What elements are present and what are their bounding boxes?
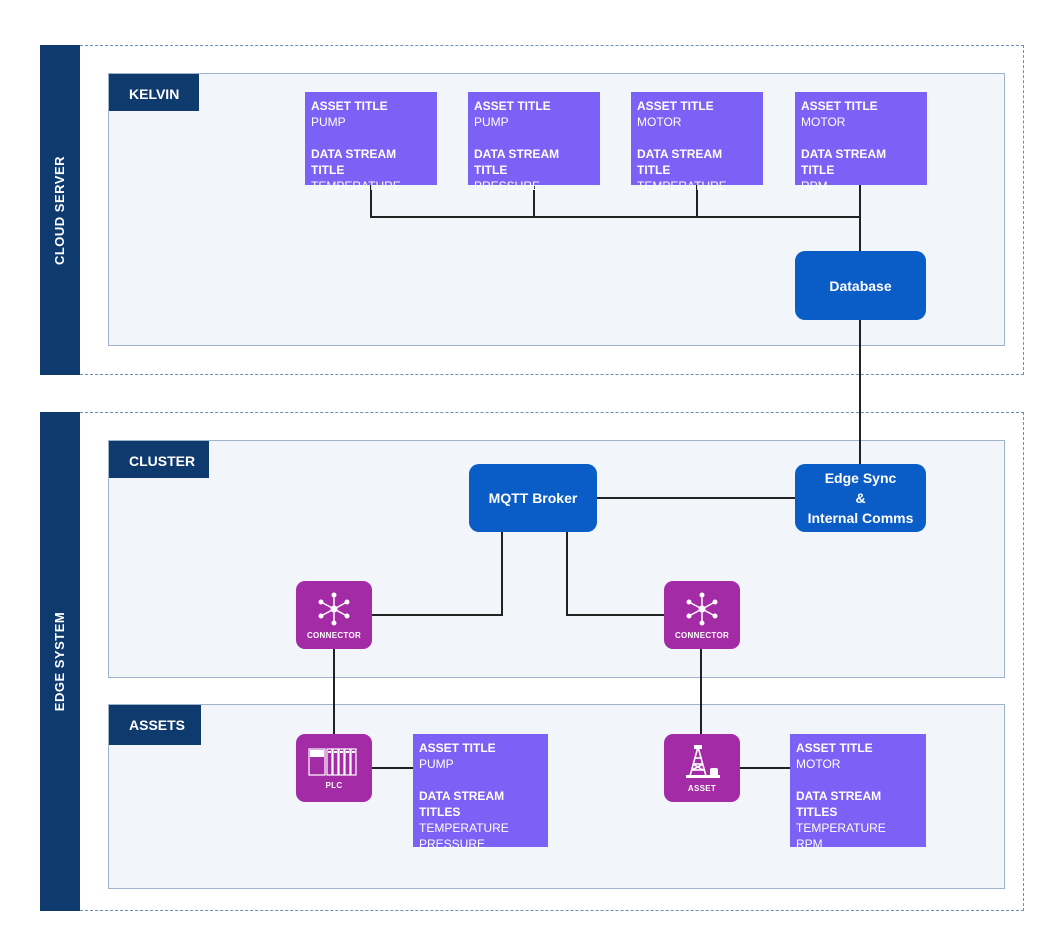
database-label: Database — [829, 277, 892, 294]
connector-hub-icon — [318, 592, 350, 625]
mqtt-to-right-connector-line — [566, 532, 664, 616]
connector-right[interactable]: CONNECTOR — [664, 581, 740, 649]
plc-label: PLC — [325, 780, 343, 790]
connector-left-label: CONNECTOR — [306, 630, 362, 640]
kelvin-card-2: ASSET TITLE PUMP DATA STREAM TITLE PRESS… — [468, 92, 600, 193]
mqtt-broker-node[interactable]: MQTT Broker — [469, 464, 597, 532]
assets-card-left: ASSET TITLE PUMP DATA STREAM TITLES TEMP… — [413, 734, 548, 851]
mqtt-broker-label: MQTT Broker — [488, 490, 578, 506]
kelvin-card-1: ASSET TITLE PUMP DATA STREAM TITLE TEMPE… — [305, 92, 437, 193]
oil-rig-icon — [686, 744, 720, 778]
connector-left[interactable]: CONNECTOR — [296, 581, 372, 649]
assets-tag: ASSETS — [109, 705, 201, 745]
asset-device[interactable]: ASSET — [664, 734, 740, 802]
kelvin-tag: KELVIN — [109, 74, 199, 111]
edge-sync-line2: & — [855, 490, 866, 506]
asset-device-label: ASSET — [687, 783, 717, 793]
edge-sync-line1: Edge Sync — [824, 470, 897, 486]
plc-device[interactable]: PLC — [296, 734, 372, 802]
cloud-server-sidebar: CLOUD SERVER — [40, 45, 80, 375]
database-node[interactable]: Database — [795, 251, 926, 320]
assets-card-right: ASSET TITLE MOTOR DATA STREAM TITLES TEM… — [790, 734, 926, 851]
connector-right-label: CONNECTOR — [674, 630, 730, 640]
mqtt-to-left-connector-line — [371, 532, 503, 616]
edge-system-sidebar: EDGE SYSTEM — [40, 412, 80, 911]
kelvin-card-4: ASSET TITLE MOTOR DATA STREAM TITLE RPM — [795, 92, 927, 193]
connector-hub-icon — [686, 592, 718, 625]
cluster-tag: CLUSTER — [109, 441, 209, 478]
kelvin-bus-line — [370, 185, 860, 218]
plc-rack-icon — [308, 747, 357, 776]
edge-sync-line3: Internal Comms — [807, 510, 914, 526]
kelvin-card-3: ASSET TITLE MOTOR DATA STREAM TITLE TEMP… — [631, 92, 763, 193]
edge-sync-node[interactable]: Edge Sync & Internal Comms — [795, 464, 926, 532]
